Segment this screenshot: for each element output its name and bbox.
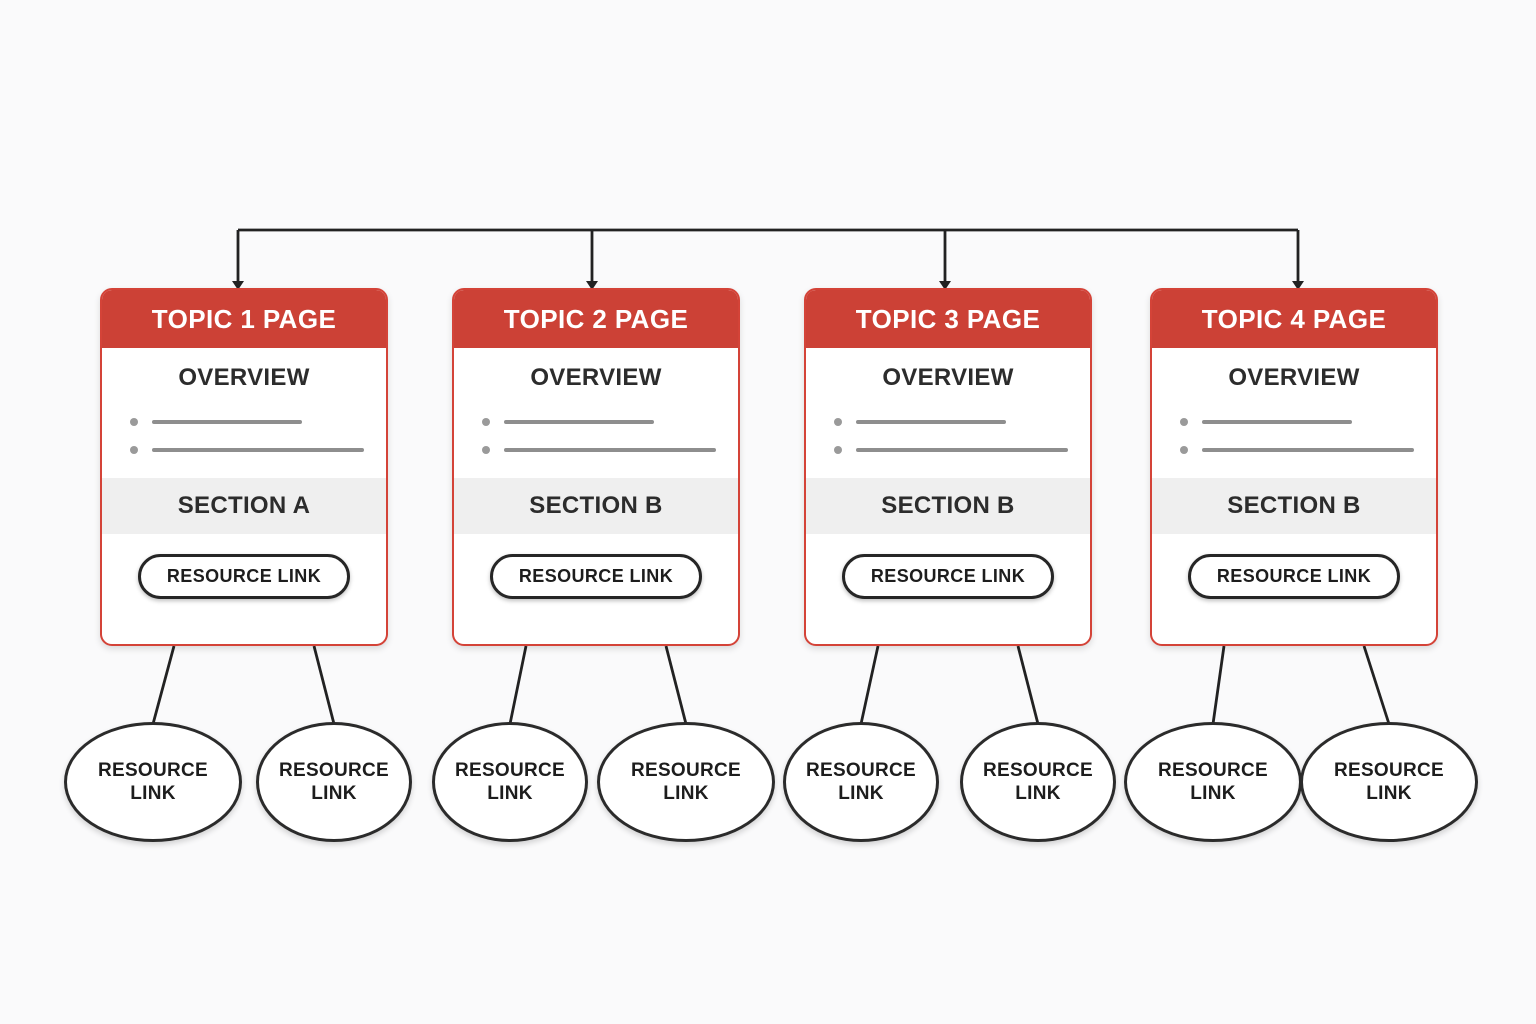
bullet-dot-icon — [482, 446, 490, 454]
resource-node-line-2: LINK — [663, 783, 709, 804]
bullet-dot-icon — [130, 446, 138, 454]
overview-bullet-list — [806, 408, 1090, 464]
overview-bullet-list — [454, 408, 738, 464]
bullet-line — [856, 420, 1006, 424]
overview-bullet — [130, 436, 364, 464]
overview-bullet-list — [102, 408, 386, 464]
card-header: TOPIC 1 PAGE — [102, 290, 386, 348]
resource-node-line-2: LINK — [1190, 783, 1236, 804]
resource-link-wrap: RESOURCE LINK — [102, 554, 386, 599]
bullet-line — [1202, 420, 1352, 424]
resource-node-line-1: RESOURCE — [1157, 759, 1269, 781]
resource-link-button[interactable]: RESOURCE LINK — [1187, 554, 1401, 599]
resource-link-button[interactable]: RESOURCE LINK — [489, 554, 703, 599]
overview-heading: OVERVIEW — [1228, 364, 1360, 391]
section-title: SECTION A — [177, 492, 311, 519]
resource-link-button[interactable]: RESOURCE LINK — [841, 554, 1055, 599]
topic-card[interactable]: TOPIC 1 PAGE OVERVIEW SECTION A RESOURCE LI… — [100, 288, 388, 646]
resource-node-line-2: LINK — [1366, 783, 1412, 804]
card-header: TOPIC 4 PAGE — [1152, 290, 1436, 348]
resource-node-line-1: RESOURCE — [1333, 759, 1445, 781]
card-header-title: TOPIC 4 PAGE — [1201, 303, 1387, 334]
topic-card[interactable]: TOPIC 4 PAGE OVERVIEW SECTION B RESOURCE LI… — [1150, 288, 1438, 646]
card-header-title: TOPIC 2 PAGE — [503, 303, 689, 334]
resource-link-wrap: RESOURCE LINK — [1152, 554, 1436, 599]
card-body: OVERVIEW SECTION B RESOURCE LINK — [454, 348, 738, 599]
bullet-dot-icon — [834, 446, 842, 454]
resource-node-line-2: LINK — [838, 783, 884, 804]
card-header: TOPIC 2 PAGE — [454, 290, 738, 348]
leaf-connector-line — [859, 645, 880, 725]
section-title: SECTION B — [881, 492, 1015, 519]
resource-node-line-2: LINK — [1015, 783, 1061, 804]
section-title: SECTION B — [529, 492, 663, 519]
section-band: SECTION B — [1152, 478, 1436, 534]
overview-heading: OVERVIEW — [178, 364, 310, 391]
overview-bullet — [130, 408, 364, 436]
bullet-dot-icon — [1180, 418, 1188, 426]
resource-node-line-1: RESOURCE — [97, 759, 209, 781]
resource-node-line-2: LINK — [311, 783, 357, 804]
overview-heading: OVERVIEW — [882, 364, 1014, 391]
bullet-line — [152, 420, 302, 424]
card-body: OVERVIEW SECTION B RESOURCE LINK — [1152, 348, 1436, 599]
overview-bullet — [1180, 408, 1414, 436]
card-header-title: TOPIC 3 PAGE — [855, 303, 1041, 334]
resource-link-wrap: RESOURCE LINK — [806, 554, 1090, 599]
resource-link-button[interactable]: RESOURCE LINK — [137, 554, 351, 599]
bullet-line — [1202, 448, 1414, 452]
card-body: OVERVIEW SECTION B RESOURCE LINK — [806, 348, 1090, 599]
bullet-dot-icon — [130, 418, 138, 426]
bullet-dot-icon — [482, 418, 490, 426]
leaf-connector-line — [1211, 645, 1226, 725]
leaf-connector-line — [312, 645, 336, 725]
overview-bullet — [482, 436, 716, 464]
bullet-line — [856, 448, 1068, 452]
section-band: SECTION B — [454, 478, 738, 534]
card-body: OVERVIEW SECTION A RESOURCE LINK — [102, 348, 386, 599]
section-band: SECTION B — [806, 478, 1090, 534]
leaf-connector-line — [1016, 645, 1040, 725]
resource-node-line-1: RESOURCE — [630, 759, 742, 781]
leaf-connector-line — [664, 645, 688, 725]
section-band: SECTION A — [102, 478, 386, 534]
resource-node-line-1: RESOURCE — [982, 759, 1094, 781]
resource-node-line-1: RESOURCE — [805, 759, 917, 781]
bullet-line — [152, 448, 364, 452]
overview-bullet — [482, 408, 716, 436]
resource-node-line-1: RESOURCE — [278, 759, 390, 781]
overview-bullet-list — [1152, 408, 1436, 464]
card-header-title: TOPIC 1 PAGE — [151, 303, 337, 334]
bullet-dot-icon — [1180, 446, 1188, 454]
card-header: TOPIC 3 PAGE — [806, 290, 1090, 348]
resource-node-line-2: LINK — [130, 783, 176, 804]
leaf-connector-line — [151, 645, 176, 725]
topic-card[interactable]: TOPIC 3 PAGE OVERVIEW SECTION B RESOURCE LI… — [804, 288, 1092, 646]
bullet-line — [504, 448, 716, 452]
topic-card[interactable]: TOPIC 2 PAGE OVERVIEW SECTION B RESOURCE LI… — [452, 288, 740, 646]
overview-heading: OVERVIEW — [530, 364, 662, 391]
overview-bullet — [834, 436, 1068, 464]
resource-node-line-2: LINK — [487, 783, 533, 804]
resource-node-line-1: RESOURCE — [454, 759, 566, 781]
overview-bullet — [834, 408, 1068, 436]
leaf-connector-line — [1362, 645, 1391, 725]
bullet-dot-icon — [834, 418, 842, 426]
resource-link-wrap: RESOURCE LINK — [454, 554, 738, 599]
section-title: SECTION B — [1227, 492, 1361, 519]
bullet-line — [504, 420, 654, 424]
overview-bullet — [1180, 436, 1414, 464]
leaf-connector-line — [508, 645, 528, 725]
